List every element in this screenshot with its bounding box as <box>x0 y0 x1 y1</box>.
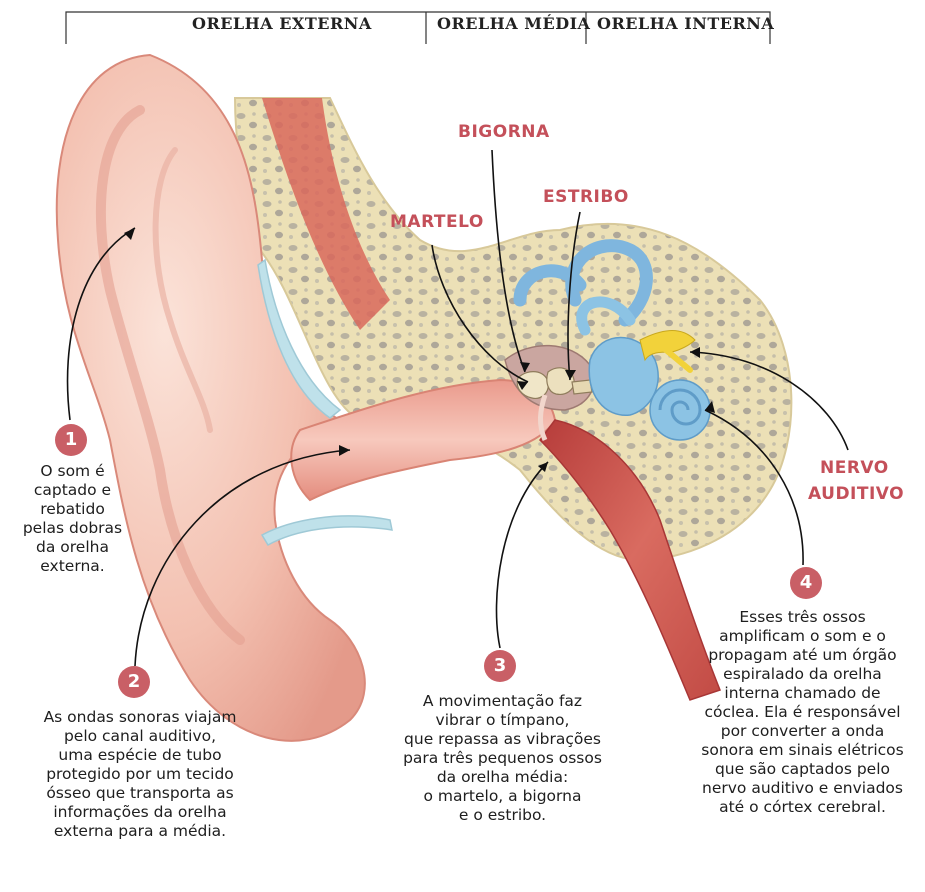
step-1-badge: 1 <box>55 424 87 456</box>
step-3-badge: 3 <box>484 650 516 682</box>
ear-canal <box>291 380 555 500</box>
section-orelha-media: ORELHA MÉDIA <box>437 14 590 33</box>
label-martelo: MARTELO <box>390 212 484 232</box>
label-bigorna: BIGORNA <box>458 122 550 142</box>
label-nervo-line2: AUDITIVO <box>808 484 904 504</box>
cartilage-lower <box>262 516 392 545</box>
section-orelha-externa: ORELHA EXTERNA <box>192 14 372 33</box>
section-orelha-interna: ORELHA INTERNA <box>597 14 774 33</box>
step-2-badge: 2 <box>118 666 150 698</box>
label-nervo-line1: NERVO <box>820 458 889 478</box>
estribo-bone <box>572 380 592 394</box>
label-estribo: ESTRIBO <box>543 187 629 207</box>
step-4-badge: 4 <box>790 567 822 599</box>
